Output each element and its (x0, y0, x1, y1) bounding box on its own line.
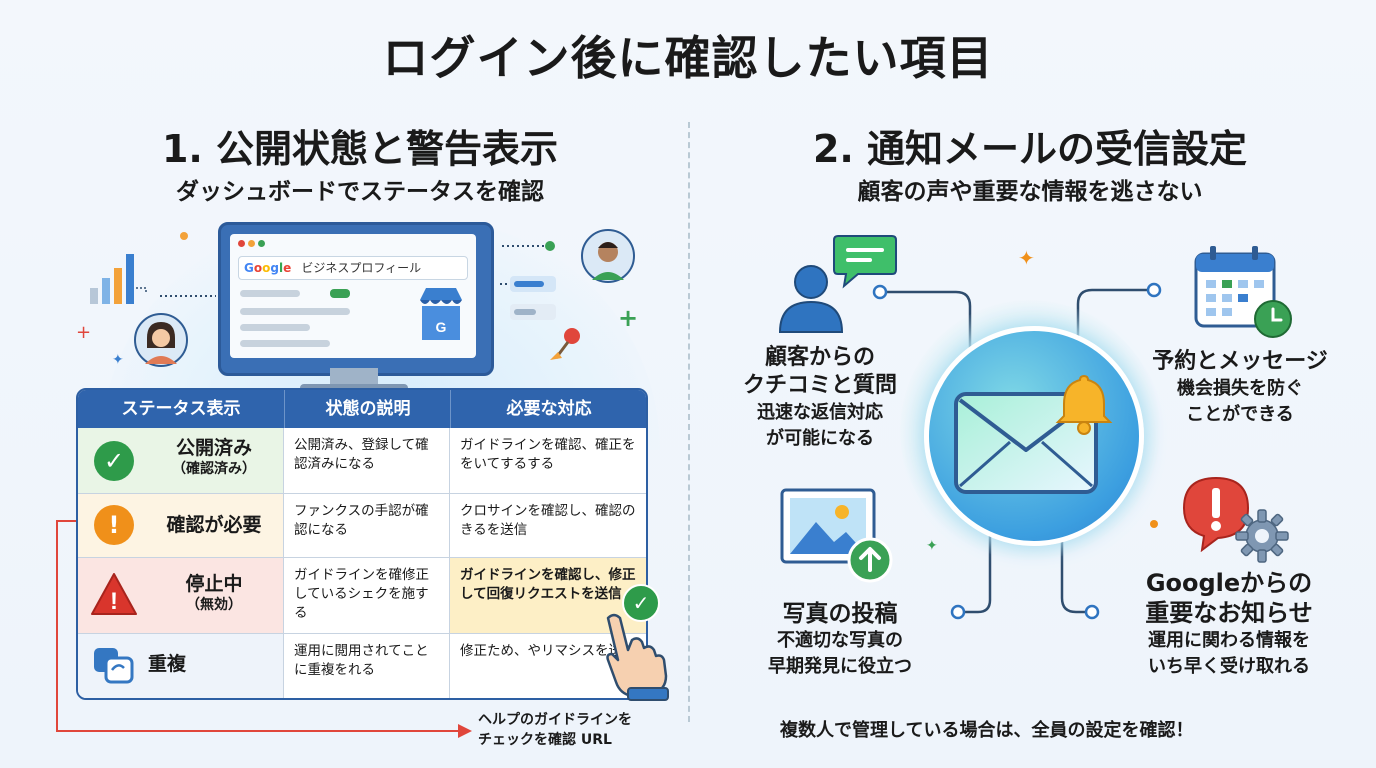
col-header-action: 必要な対応 (450, 390, 646, 428)
google-logo: Google (244, 261, 292, 275)
section2-subtitle: 顧客の声や重要な情報を逃さない (857, 179, 1203, 205)
bell-icon (1055, 374, 1113, 435)
feature-booking: 予約とメッセージ 機会損失を防ぐ ことができる (1140, 348, 1340, 428)
page-title: ログイン後に確認したい項目 (382, 31, 994, 85)
section1-subtitle: ダッシュボードでステータスを確認 (176, 179, 544, 205)
sparkle-star-icon: ✦ (1018, 246, 1035, 270)
dotted-connector (160, 295, 216, 297)
table-cell-description: ガイドラインを確修正しているシェクを施する (284, 558, 450, 634)
feature-desc: 機会損失を防ぐ (1177, 378, 1303, 399)
bottom-note: 複数人で管理している場合は、全員の設定を確認！ (780, 720, 1194, 741)
window-dot (258, 240, 265, 247)
table-cell-description: ファンクスの手認が確認になる (284, 494, 450, 558)
svg-text:!: ! (110, 588, 118, 615)
table-row-status: ! 停止中 （無効） (78, 558, 284, 634)
table-row-status: 重複 (78, 634, 284, 698)
feature-photos: 写真の投稿 不適切な写真の 早期発見に役立つ (740, 600, 940, 680)
check-circle-icon: ✓ (94, 441, 134, 481)
section2-title: 2. 通知メールの受信設定 (812, 127, 1248, 171)
table-row-status: ! 確認が必要 (78, 494, 284, 558)
sparkle-plus-icon: + (618, 304, 639, 332)
feature-desc: 迅速な返信対応 (757, 402, 883, 423)
duplicate-icon (94, 648, 134, 684)
sparkle-star-icon: ✦ (926, 538, 938, 554)
person-icon (778, 265, 844, 333)
table-cell-description: 運用に閲用されてことに重複をれる (284, 634, 450, 698)
screen-widgets (500, 241, 556, 320)
help-text-line: ヘルプのガイドラインを (478, 712, 632, 728)
window-dot (238, 240, 245, 247)
screen-label: ビジネスプロフィール (301, 261, 422, 275)
feature-title: 顧客からの (764, 345, 875, 370)
col-header-description: 状態の説明 (284, 390, 451, 428)
help-connector (56, 520, 76, 522)
feature-title: クチコミと質問 (742, 373, 897, 398)
feature-desc: 早期発見に役立つ (768, 656, 912, 677)
check-circle-icon: ✓ (622, 584, 660, 622)
avatar-woman-icon (134, 313, 188, 367)
table-cell-action: ガイドラインを確認、確正ををいてするする (450, 428, 646, 494)
status-name: 停止中 (185, 573, 243, 595)
dashboard-monitor: Google ビジネスプロフィール G (218, 222, 494, 376)
feature-google-notices: Googleからの 重要なお知らせ 運用に関わる情報を いち早く受け取れる (1104, 568, 1354, 680)
upload-arrow-icon (847, 537, 893, 583)
exclamation-circle-icon: ! (94, 505, 134, 545)
status-sub: （確認済み） (172, 461, 256, 477)
monitor-stand (330, 368, 378, 386)
col-header-status: ステータス表示 (78, 390, 284, 428)
feature-title: 写真の投稿 (782, 601, 898, 627)
calendar-icon (1194, 246, 1276, 328)
feature-connectors (872, 282, 1162, 620)
window-dot (248, 240, 255, 247)
feature-title: 予約とメッセージ (1152, 349, 1328, 374)
feature-desc: 不適切な写真の (777, 630, 903, 651)
arrow-right-icon (458, 724, 472, 738)
feature-desc: ことができる (1186, 404, 1294, 425)
help-text-line: チェックを確認 URL (478, 732, 612, 748)
monitor-screen: Google ビジネスプロフィール G (230, 234, 476, 358)
screen-line (240, 324, 310, 331)
bar-chart-icon (90, 254, 147, 304)
chat-bubble-icon (833, 235, 897, 289)
sparkle-plus-icon: + (76, 322, 92, 343)
gear-icon (1235, 509, 1289, 563)
table-cell-description: 公開済み、登録して確認済みになる (284, 428, 450, 494)
sparkle-star-icon: ✦ (112, 352, 124, 368)
clock-icon (1254, 300, 1292, 338)
status-name: 重複 (148, 653, 187, 675)
feature-desc: が可能になる (766, 428, 874, 449)
help-link[interactable]: ヘルプのガイドラインを チェックを確認 URL (478, 710, 632, 750)
status-table: ステータス表示 状態の説明 必要な対応 ✓ 公開済み （確認済み） 公開済み、登… (76, 388, 648, 700)
feature-desc: いち早く受け取れる (1148, 656, 1310, 677)
screen-line (240, 290, 300, 297)
sparkle-dot (1150, 520, 1158, 528)
sparkle-dot (180, 232, 188, 240)
avatar-man-icon (581, 229, 635, 283)
help-connector (56, 730, 458, 732)
feature-title: Googleからの (1145, 569, 1313, 597)
feature-title: 重要なお知らせ (1145, 599, 1313, 627)
screen-line (240, 308, 350, 315)
alert-bubble-icon (1182, 476, 1250, 552)
screen-line (240, 340, 330, 347)
status-name: 公開済み (175, 437, 252, 459)
table-cell-action: 修正ため、やリマシスを送信 (460, 643, 636, 659)
status-name: 確認が必要 (166, 514, 262, 536)
store-icon: G (420, 288, 462, 340)
section-divider (688, 122, 690, 722)
section1-title: 1. 公開状態と警告表示 (161, 127, 559, 171)
warning-triangle-icon: ! (91, 573, 137, 615)
table-row-status: ✓ 公開済み （確認済み） (78, 428, 284, 494)
status-sub: （無効） (186, 597, 242, 613)
feature-desc: 運用に関わる情報を (1148, 630, 1310, 651)
svg-text:G: G (436, 319, 447, 335)
screen-status-pill (330, 289, 350, 298)
feature-reviews: 顧客からの クチコミと質問 迅速な返信対応 が可能になる (730, 344, 910, 452)
map-pin-icon (550, 328, 580, 360)
help-connector (56, 520, 58, 732)
screen-search-bar: Google ビジネスプロフィール (238, 256, 468, 280)
pointing-hand-icon (606, 613, 669, 701)
table-cell-action: クロサインを確認し、確認のきるを送信 (450, 494, 646, 558)
photo-icon (780, 488, 876, 564)
